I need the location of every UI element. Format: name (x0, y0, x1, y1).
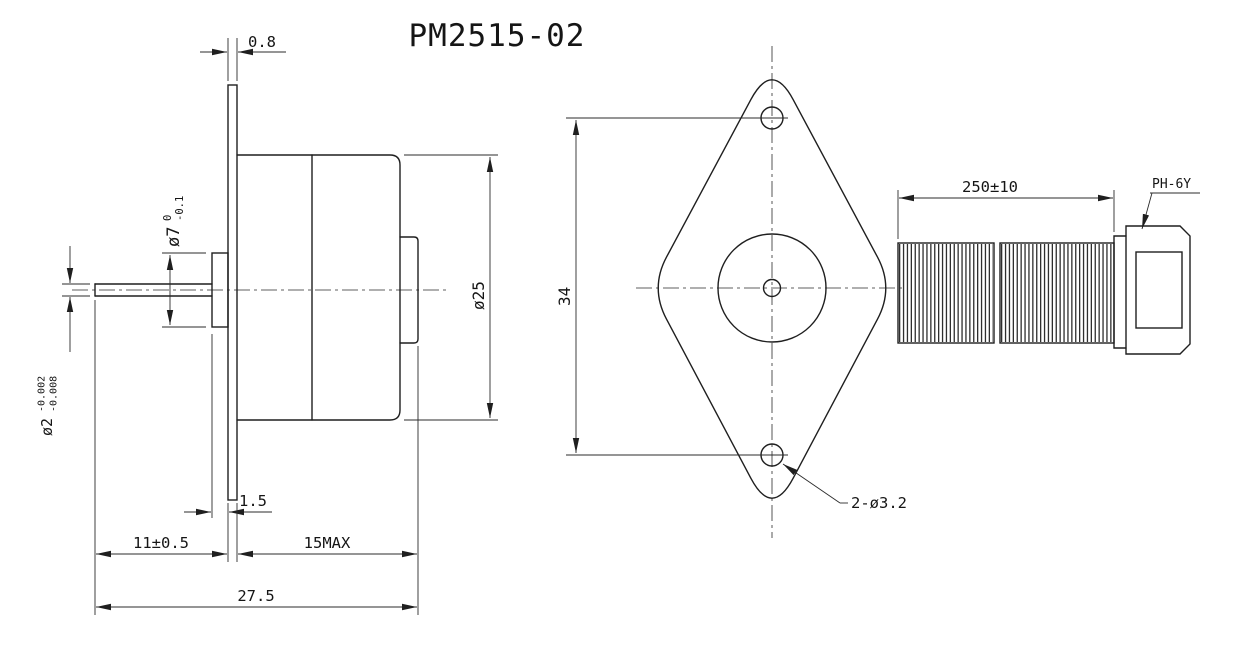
label-connector-type: PH-6Y (1152, 177, 1191, 192)
dim-body-diameter: ø25 (469, 281, 488, 310)
dim-shaft-length-group: 11±0.5 (94, 300, 227, 615)
mounting-flange (657, 79, 887, 499)
front-view: 34 2-ø3.2 250±10 (555, 46, 1200, 538)
mounting-holes-callout-group: 2-ø3.2 (782, 463, 907, 512)
shaft (94, 283, 213, 297)
center-boss (717, 233, 827, 343)
dim-overall-length-group: 27.5 (96, 587, 417, 611)
label-mounting-holes: 2-ø3.2 (851, 494, 907, 512)
dim-shaft-length: 11±0.5 (133, 534, 189, 552)
shaft-hole (762, 278, 782, 298)
flange-plate (227, 84, 238, 501)
dim-shaft-tol-upper: -0.002 (37, 376, 48, 412)
drawing-title: PM2515-02 (409, 18, 586, 54)
dim-shaft-tol-lower: -0.008 (49, 376, 60, 412)
dim-flange-thickness: 0.8 (248, 33, 276, 51)
lead-wires (897, 242, 1115, 344)
dim-hole-spacing-group: 34 (555, 117, 758, 456)
connector (1113, 225, 1191, 355)
dim-body-dia-group: ø25 (404, 154, 498, 421)
dim-lead-length-group: 250±10 (897, 178, 1115, 239)
mounting-hole-bottom (756, 443, 788, 467)
dim-overall-length: 27.5 (237, 587, 274, 605)
dim-boss-tol-lower: -0.1 (174, 196, 186, 221)
dim-boss-dia-group: ø7 0 -0.1 (162, 196, 206, 328)
connector-callout-group: PH-6Y (1141, 177, 1200, 230)
dim-hole-spacing: 34 (555, 287, 574, 306)
motor-body (236, 154, 401, 421)
dim-boss-length: 1.5 (239, 492, 267, 510)
dim-lead-length: 250±10 (962, 178, 1018, 196)
front-boss (211, 252, 229, 328)
mounting-hole-top (756, 106, 788, 130)
dim-shaft-diameter: ø2 (38, 418, 56, 436)
dim-boss-tol-upper: 0 (162, 215, 174, 221)
dim-shaft-dia-group: ø2 -0.002 -0.008 (37, 246, 90, 436)
dim-boss-length-group: 1.5 (184, 334, 272, 562)
dim-body-length: 15MAX (304, 534, 351, 552)
dim-body-length-group: 15MAX (236, 346, 419, 615)
rear-boss (399, 236, 419, 344)
dim-flange-thickness-group: 0.8 (200, 33, 286, 81)
dim-boss-diameter: ø7 (164, 227, 184, 247)
side-view: 0.8 ø7 0 -0.1 ø2 -0.002 -0.008 (37, 33, 498, 615)
